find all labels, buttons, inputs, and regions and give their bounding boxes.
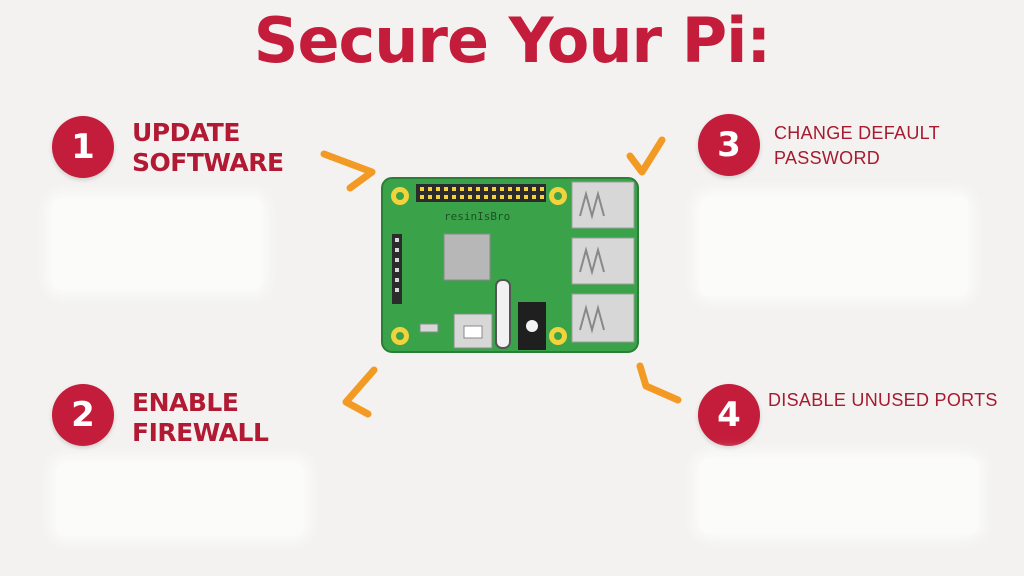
arrow-to-board-bottom-right: [636, 362, 682, 404]
step-1-description-area: [52, 198, 262, 290]
arrow-to-board-bottom-left: [342, 366, 378, 418]
raspberry-pi-illustration: resinIsBro: [381, 177, 639, 353]
step-3-description-area: [700, 196, 968, 296]
step-2-label: ENABLE FIREWALL: [132, 388, 269, 448]
step-2-badge: 2: [52, 384, 114, 446]
step-1-label: UPDATE SOFTWARE: [132, 118, 284, 178]
step-1-badge: 1: [52, 116, 114, 178]
raspberry-pi-board: resinIsBro: [380, 176, 642, 363]
step-4-description-area: [700, 458, 978, 534]
step-2-description-area: [56, 462, 304, 536]
page-title: Secure Your Pi:: [253, 4, 771, 77]
step-4-label-line-1: DISABLE UNUSED PORTS: [768, 390, 998, 410]
step-2-label-line-1: ENABLE: [132, 388, 239, 417]
board-silkscreen: resinIsBro: [444, 210, 510, 223]
step-3-badge: 3: [698, 114, 760, 176]
arrow-to-board-top-right: [626, 136, 666, 176]
arrow-to-board-top-left: [320, 150, 376, 192]
step-3-label-line-1: CHANGE DEFAULT: [774, 123, 940, 143]
step-1-label-line-1: UPDATE: [132, 118, 240, 147]
step-4-badge: 4: [698, 384, 760, 446]
step-4-label: DISABLE UNUSED PORTS: [768, 388, 998, 413]
step-3-label-line-2: PASSWORD: [774, 148, 881, 168]
step-3-label: CHANGE DEFAULT PASSWORD: [774, 121, 940, 171]
step-2-label-line-2: FIREWALL: [132, 418, 269, 447]
step-1-label-line-2: SOFTWARE: [132, 148, 284, 177]
